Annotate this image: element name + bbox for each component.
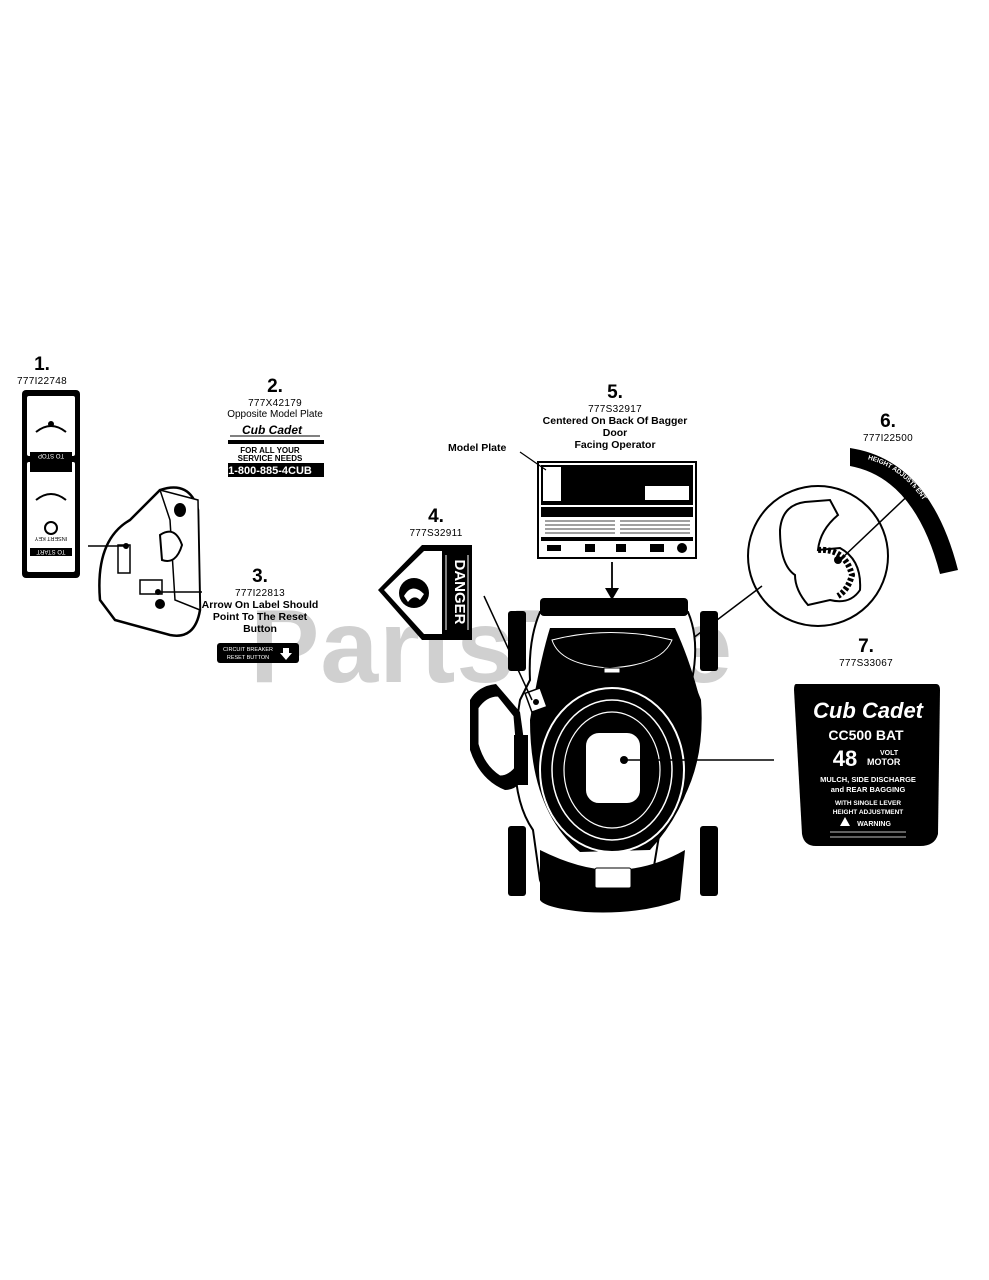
model-plate-label: Model Plate bbox=[448, 442, 528, 454]
badge-warning: WARNING bbox=[857, 821, 891, 828]
model-badge-decal: Cub Cadet CC500 BAT 48 VOLT MOTOR MULCH,… bbox=[794, 684, 940, 846]
callout-4-part: 777S32911 bbox=[409, 527, 463, 539]
key-decal-mid: INSERT KEY bbox=[34, 535, 67, 541]
callout-3-part: 777I22813 bbox=[235, 587, 285, 599]
callout-6-part: 777I22500 bbox=[863, 432, 913, 444]
callout-3-number: 3. bbox=[252, 566, 268, 587]
badge-volts: 48 bbox=[833, 746, 857, 771]
callout-2-note-1: Opposite Model Plate bbox=[227, 409, 323, 421]
callout-7-number: 7. bbox=[858, 636, 874, 657]
badge-motor-word: MOTOR bbox=[867, 757, 901, 767]
badge-volt-word: VOLT bbox=[880, 750, 899, 757]
badge-line1: MULCH, SIDE DISCHARGE bbox=[820, 775, 916, 784]
badge-brand: Cub Cadet bbox=[813, 698, 925, 723]
key-switch-housing bbox=[88, 486, 202, 637]
callout-7-part: 777S33067 bbox=[839, 657, 893, 669]
badge-line2: and REAR BAGGING bbox=[831, 785, 906, 794]
callout-5-note-3: Facing Operator bbox=[574, 439, 656, 452]
danger-word: DANGER bbox=[451, 559, 468, 624]
cubcadet-service-decal: Cub Cadet FOR ALL YOUR SERVICE NEEDS 1-8… bbox=[228, 423, 324, 477]
callout-7: 7. 777S33067 bbox=[826, 636, 906, 669]
badge-line3: WITH SINGLE LEVER bbox=[835, 800, 901, 807]
callout-6-number: 6. bbox=[880, 411, 896, 432]
callout-5-number: 5. bbox=[607, 382, 623, 403]
callout-1-part: 777I22748 bbox=[17, 375, 67, 387]
small-phone: 1-800-885-4CUB bbox=[228, 465, 312, 477]
callout-4-number: 4. bbox=[428, 506, 444, 527]
callout-2-part: 777X42179 bbox=[248, 397, 302, 409]
callout-5-part: 777S32917 bbox=[588, 403, 642, 415]
reset-decal: CIRCUIT BREAKER RESET BUTTON bbox=[217, 643, 299, 663]
badge-line4: HEIGHT ADJUSTMENT bbox=[833, 809, 904, 816]
mower-body bbox=[470, 598, 718, 913]
reset-line1: CIRCUIT BREAKER bbox=[223, 647, 273, 653]
danger-decal: DANGER bbox=[378, 545, 472, 640]
callout-1-number: 1. bbox=[34, 354, 50, 375]
callout-3-note-3: Button bbox=[243, 623, 277, 636]
callout-5-note-2: Door bbox=[602, 427, 628, 440]
model-plate-text: Model Plate bbox=[448, 442, 507, 454]
callout-4: 4. 777S32911 bbox=[396, 506, 476, 539]
callout-3-note-1: Arrow On Label Should bbox=[201, 599, 319, 612]
callout-3-note-2: Point To The Reset bbox=[212, 611, 308, 624]
bagger-decal bbox=[537, 461, 697, 559]
key-decal: TO STOP TO START INSERT KEY bbox=[22, 390, 80, 578]
badge-model: CC500 BAT bbox=[828, 727, 904, 743]
key-decal-bottom: TO START bbox=[36, 548, 65, 554]
callout-2: 2. 777X42179 Opposite Model Plate bbox=[200, 376, 350, 421]
key-decal-top: TO STOP bbox=[38, 452, 64, 458]
callout-5: 5. 777S32917 Centered On Back Of Bagger … bbox=[520, 382, 710, 452]
detail-circle bbox=[747, 485, 889, 627]
callout-3: 3. 777I22813 Arrow On Label Should Point… bbox=[180, 566, 340, 636]
reset-line2: RESET BUTTON bbox=[227, 655, 269, 661]
small-brand: Cub Cadet bbox=[242, 423, 303, 437]
callout-2-number: 2. bbox=[267, 376, 283, 397]
callout-5-note-1: Centered On Back Of Bagger bbox=[542, 415, 688, 428]
callout-1: 1. 777I22748 bbox=[12, 354, 72, 387]
small-line2: SERVICE NEEDS bbox=[238, 454, 303, 463]
small-line1: FOR ALL YOUR bbox=[240, 446, 300, 455]
callout-6: 6. 777I22500 bbox=[848, 411, 928, 444]
